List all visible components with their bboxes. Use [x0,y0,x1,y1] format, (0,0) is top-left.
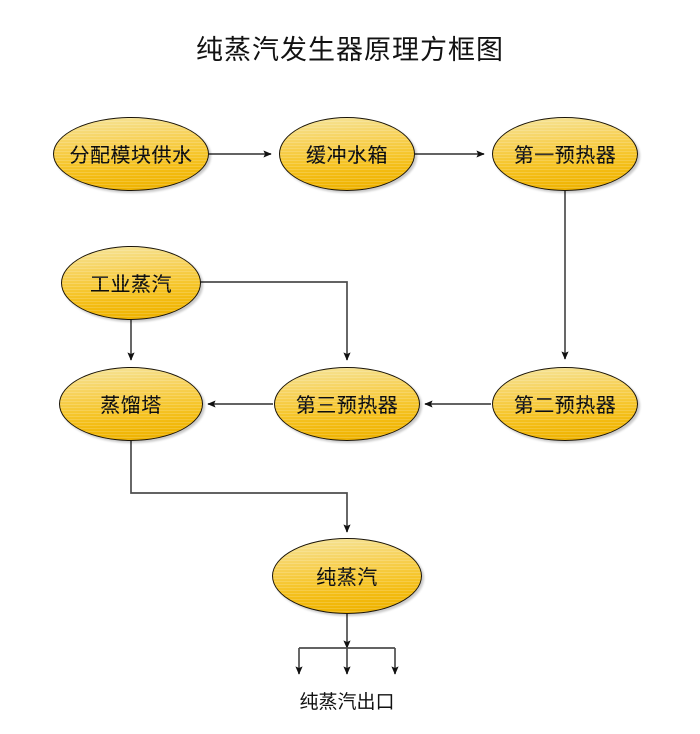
node-preheater-3[interactable]: 第三预热器 [274,367,420,441]
node-distill-tower[interactable]: 蒸馏塔 [59,367,203,441]
page-title: 纯蒸汽发生器原理方框图 [196,35,504,65]
node-label-preheater-1: 第一预热器 [513,144,617,167]
node-preheater-2[interactable]: 第二预热器 [492,367,638,441]
node-label-distill-tower: 蒸馏塔 [100,394,162,417]
steam-outlet-label: 纯蒸汽出口 [299,692,395,713]
node-buffer-tank[interactable]: 缓冲水箱 [279,117,415,191]
node-label-pure-steam: 纯蒸汽 [316,566,378,589]
node-label-buffer-tank: 缓冲水箱 [306,144,388,167]
node-label-preheater-3: 第三预热器 [295,394,399,417]
node-label-preheater-2: 第二预热器 [513,394,617,417]
node-label-industrial-steam: 工业蒸汽 [90,273,172,296]
node-industrial-steam[interactable]: 工业蒸汽 [61,246,201,320]
node-preheater-1[interactable]: 第一预热器 [492,117,638,191]
edge-steam-to-preheater3 [200,281,351,361]
node-pure-steam[interactable]: 纯蒸汽 [272,538,422,614]
node-label-feed-water: 分配模块供水 [69,144,193,167]
edge-tower-to-puresteam [130,441,351,533]
node-feed-water[interactable]: 分配模块供水 [53,117,209,191]
